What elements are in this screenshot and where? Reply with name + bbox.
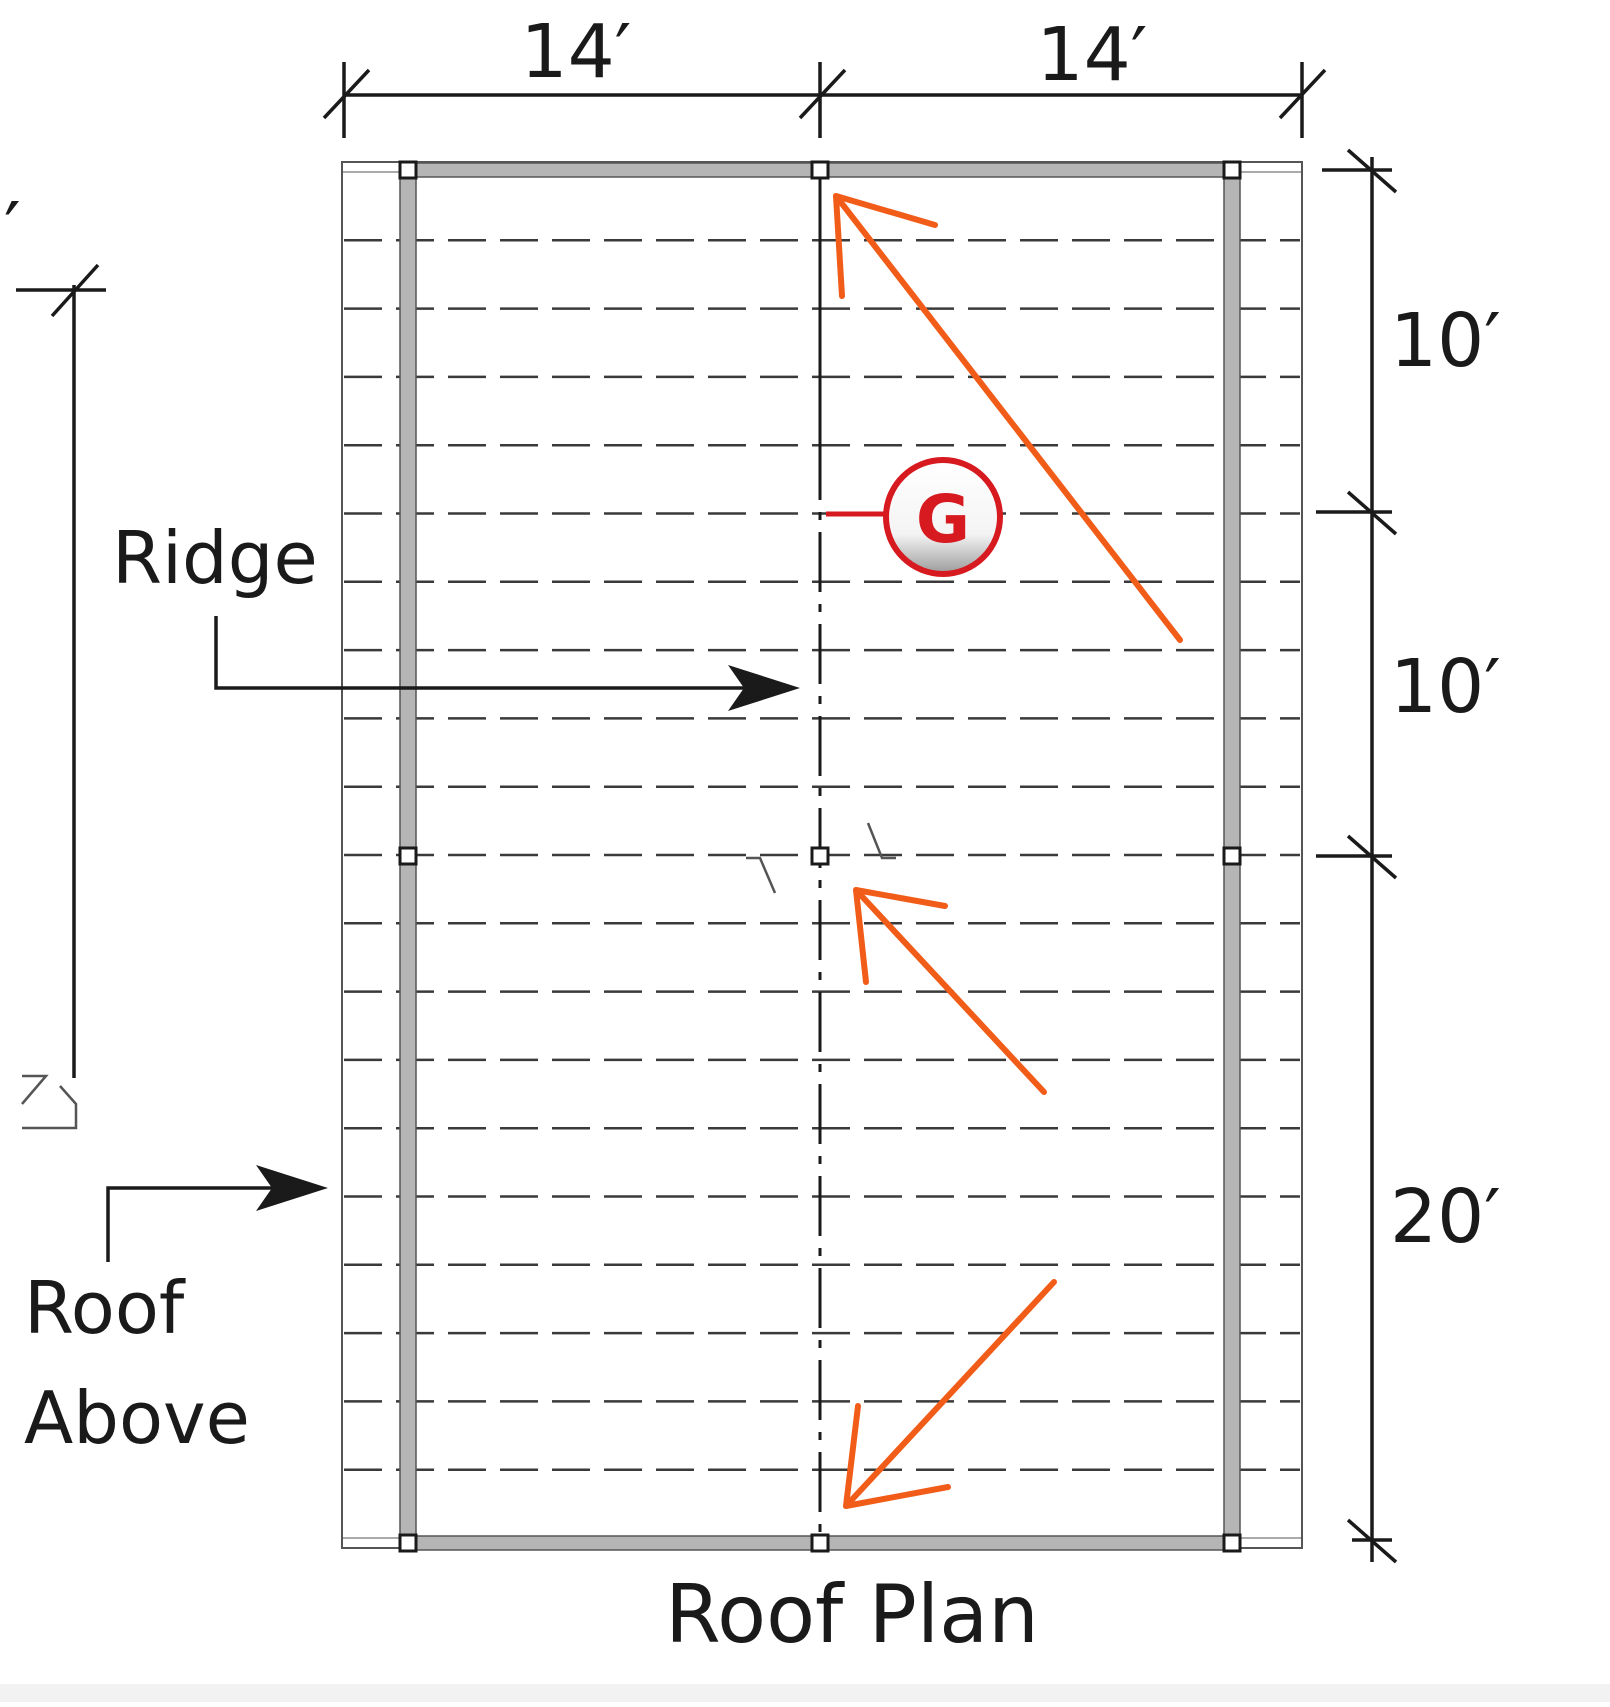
roof-above-callout-label-line1: Roof bbox=[24, 1266, 186, 1350]
bottom-strip bbox=[0, 1684, 1610, 1702]
right-dimension-label-3: 20′ bbox=[1390, 1174, 1501, 1260]
post-marker bbox=[398, 846, 418, 866]
post-marker bbox=[1222, 1533, 1242, 1553]
roof-above-callout-arrow bbox=[106, 1165, 328, 1262]
post-marker bbox=[398, 1533, 418, 1553]
right-dimension-label-1: 10′ bbox=[1390, 298, 1501, 384]
diagram-title: Roof Plan bbox=[665, 1568, 1039, 1661]
post-marker bbox=[1222, 160, 1242, 180]
ridge-callout-label: Ridge bbox=[112, 516, 318, 600]
post-marker bbox=[1222, 846, 1242, 866]
slope-arrows bbox=[833, 193, 1183, 1509]
post-marker bbox=[810, 846, 830, 866]
post-marker bbox=[398, 160, 418, 180]
slope-arrow-upper bbox=[833, 193, 1183, 643]
post-marker bbox=[810, 1533, 830, 1553]
left-break-symbol bbox=[21, 1074, 78, 1130]
joist-lines bbox=[344, 239, 1300, 1471]
post-markers bbox=[398, 160, 1242, 1553]
right-dimension bbox=[1316, 148, 1398, 1564]
g-marker: G bbox=[826, 457, 1003, 577]
left-dimension-label-partial: ′ bbox=[4, 187, 21, 273]
right-dimension-label-2: 10′ bbox=[1390, 644, 1501, 730]
top-dimension-label-right: 14′ bbox=[1037, 12, 1148, 98]
post-marker bbox=[810, 160, 830, 180]
g-marker-letter: G bbox=[916, 481, 970, 558]
slope-arrow-middle bbox=[853, 887, 1047, 1095]
ridge-callout-arrow bbox=[214, 616, 800, 711]
left-dimension-partial bbox=[16, 263, 106, 1078]
break-symbol bbox=[746, 822, 896, 894]
top-dimension bbox=[322, 62, 1327, 138]
slope-arrow-lower bbox=[843, 1279, 1057, 1509]
top-dimension-label-left: 14′ bbox=[521, 9, 632, 95]
roof-above-callout-label-line2: Above bbox=[24, 1376, 250, 1460]
